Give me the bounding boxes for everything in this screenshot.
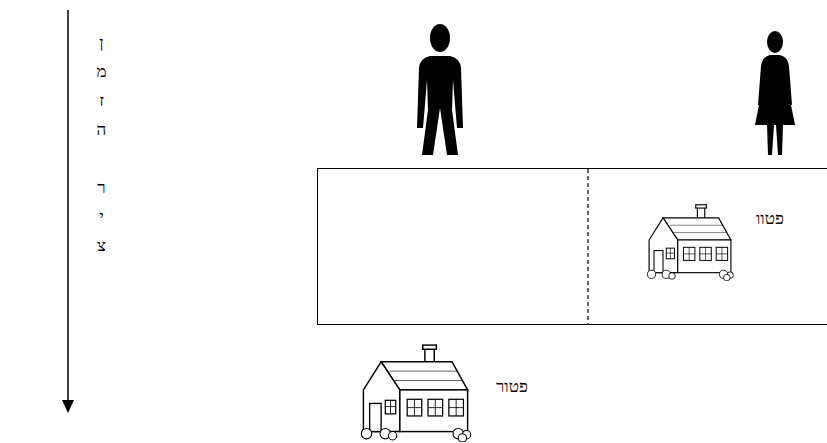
house-label: פטור [496, 378, 528, 395]
woman-head [767, 31, 783, 53]
house-icon [647, 205, 733, 281]
man-head [430, 24, 450, 52]
man-figure [417, 24, 463, 155]
divider-line [587, 169, 588, 324]
house-icon [361, 345, 470, 442]
time-axis [67, 10, 69, 402]
woman-figure [755, 31, 795, 155]
axis-label: ציר הזמן [93, 33, 110, 265]
axis-arrowhead [62, 400, 74, 413]
man-body [417, 56, 463, 155]
box-label: פטוו [756, 210, 784, 227]
frame-box: פטוו [317, 168, 827, 325]
woman-body [755, 55, 795, 155]
